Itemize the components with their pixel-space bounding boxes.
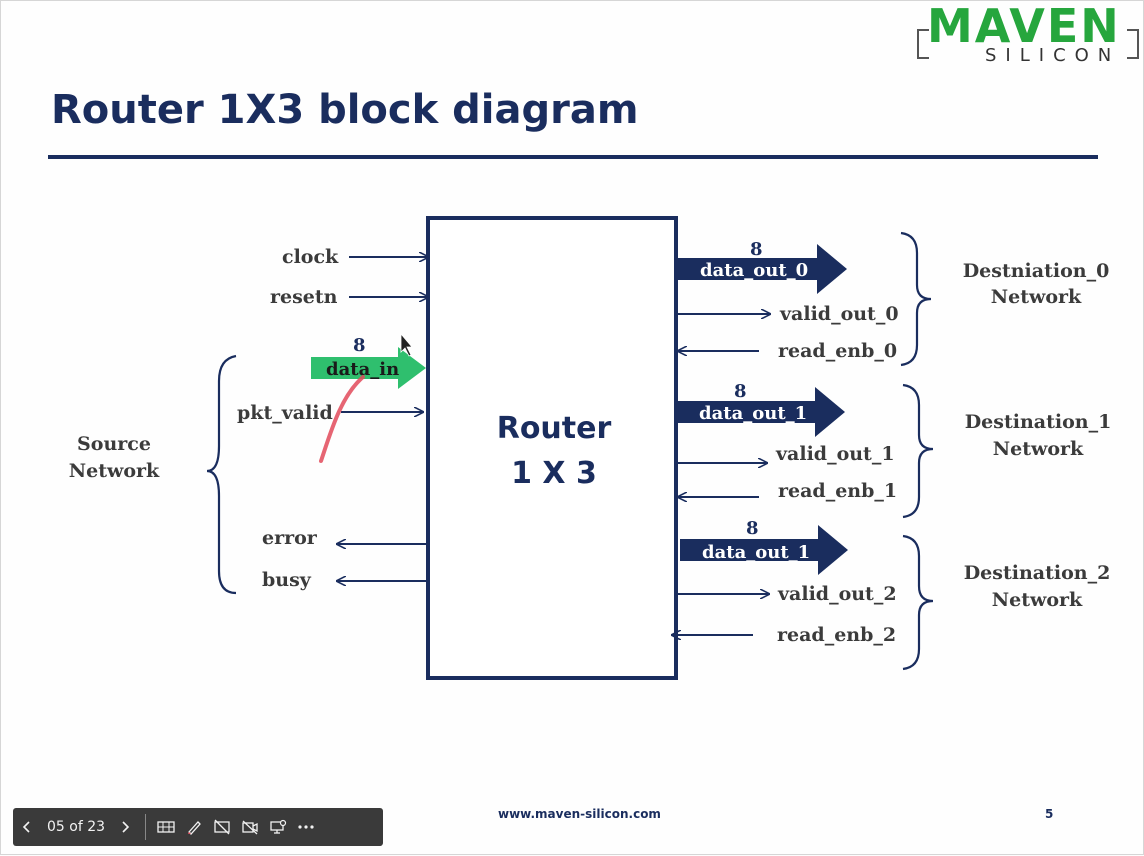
pen-tool-button[interactable] <box>180 808 208 846</box>
data-out-2-width: 8 <box>746 518 759 539</box>
previous-slide-button[interactable] <box>13 808 41 846</box>
next-slide-button[interactable] <box>111 808 139 846</box>
more-options-button[interactable] <box>292 808 320 846</box>
valid-out-0-label: valid_out_0 <box>779 303 899 325</box>
title-underline <box>48 155 1098 159</box>
router-box <box>426 216 678 680</box>
presentation-toolbar: 05 of 23 <box>13 808 383 846</box>
read-enb-0-label: read_enb_0 <box>778 340 897 362</box>
read-enb-1-label: read_enb_1 <box>778 480 897 502</box>
dest1-brace <box>902 383 934 519</box>
data-out-1-label: data_out_1 <box>699 403 807 424</box>
pkt-valid-label: pkt_valid <box>237 402 333 424</box>
chevron-left-icon <box>22 821 30 833</box>
dest2-network-label-2: Network <box>992 589 1083 611</box>
annotation-pen-stroke <box>319 375 365 463</box>
valid-out-1-label: valid_out_1 <box>775 443 895 465</box>
slide-grid-button[interactable] <box>152 808 180 846</box>
footer-page-number: 5 <box>1045 807 1054 821</box>
logo-bracket-left <box>917 29 929 59</box>
logo-bracket-right <box>1127 29 1139 59</box>
error-label: error <box>262 527 318 549</box>
source-network-label-1: Source <box>77 433 151 455</box>
data-out-2-label: data_out_1 <box>702 542 810 563</box>
dest0-brace <box>900 231 932 367</box>
slide-title: Router 1X3 block diagram <box>51 87 639 133</box>
toolbar-divider <box>145 814 147 840</box>
busy-label: busy <box>262 569 312 591</box>
footer-url: www.maven-silicon.com <box>498 807 661 821</box>
data-in-label: data_in <box>326 359 399 380</box>
data-out-2-bus-arrow <box>680 525 848 575</box>
page-indicator[interactable]: 05 of 23 <box>47 819 106 835</box>
data-out-1-width: 8 <box>734 381 747 402</box>
dest2-network-label-1: Destination_2 <box>964 562 1111 584</box>
data-out-0-bus-arrow <box>678 244 847 294</box>
dest1-network-label-2: Network <box>993 438 1084 460</box>
data-in-width: 8 <box>353 335 366 356</box>
router-label-line1: Router <box>497 411 612 446</box>
dest2-brace <box>902 534 934 671</box>
dest0-network-label-1: Destniation_0 <box>963 260 1110 282</box>
source-network-brace <box>206 354 237 595</box>
data-out-0-label: data_out_0 <box>700 260 808 281</box>
camera-off-button[interactable] <box>236 808 264 846</box>
clock-label: clock <box>282 246 339 268</box>
dest0-network-label-2: Network <box>991 286 1082 308</box>
camera-off-icon <box>242 820 258 835</box>
chevron-right-icon <box>122 821 130 833</box>
dest1-network-label-1: Destination_1 <box>965 411 1112 433</box>
maven-silicon-logo: MAVEN SILICON <box>913 0 1141 69</box>
read-enb-2-label: read_enb_2 <box>777 624 896 646</box>
data-out-1-bus-arrow <box>678 387 845 437</box>
monitor-gear-icon <box>270 819 287 834</box>
mouse-cursor-icon <box>400 332 413 357</box>
data-out-0-width: 8 <box>750 239 763 260</box>
source-network-label-2: Network <box>69 460 160 482</box>
valid-out-2-label: valid_out_2 <box>777 583 897 605</box>
present-settings-button[interactable] <box>264 808 292 846</box>
data-in-bus-arrow <box>311 347 426 389</box>
resetn-label: resetn <box>270 286 338 308</box>
grid-view-icon <box>157 821 175 833</box>
pen-icon <box>188 821 201 835</box>
logo-sub-text: SILICON <box>985 45 1121 66</box>
logo-main-text: MAVEN <box>927 0 1121 53</box>
more-dots-icon <box>298 825 314 829</box>
captions-off-icon <box>214 819 230 835</box>
subtitles-off-button[interactable] <box>208 808 236 846</box>
router-label-line2: 1 X 3 <box>511 456 597 491</box>
